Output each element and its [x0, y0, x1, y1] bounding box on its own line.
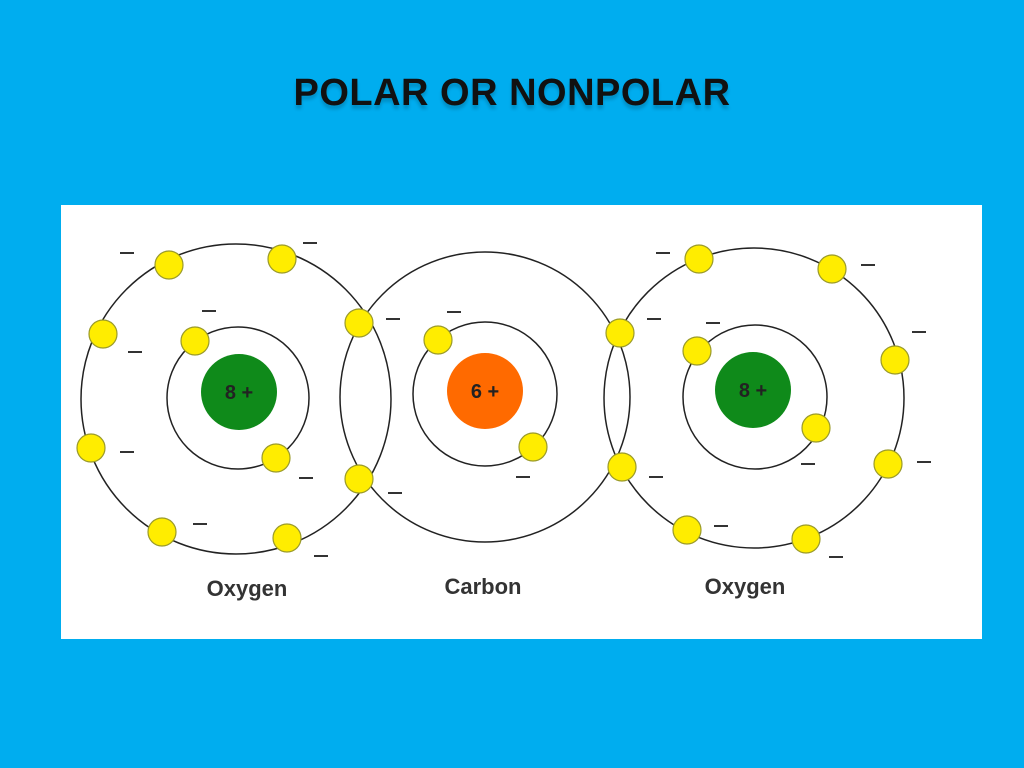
nucleus-label-oxygen-right: 8 + [739, 380, 767, 402]
electron-13 [423, 325, 453, 355]
electron-11 [605, 318, 635, 348]
slide-title: POLAR OR NONPOLAR [293, 72, 731, 114]
nucleus-label-oxygen-left: 8 + [225, 382, 253, 404]
electron-14 [518, 432, 548, 462]
inner-shell-oxygen-right [682, 324, 828, 470]
electron-8 [272, 523, 302, 553]
electron-15 [684, 244, 714, 274]
inner-shell-carbon [412, 321, 558, 467]
outer-shell-oxygen-left [80, 243, 392, 555]
electron-22 [791, 524, 821, 554]
nucleus-label-carbon: 6 + [471, 381, 499, 403]
electron-9 [344, 308, 374, 338]
bohr-model-diagram: 8 + Oxygen 6 + Carbon 8 + Oxygen [76, 242, 931, 601]
atom-label-oxygen-right: Oxygen [705, 574, 786, 599]
electron-1 [154, 250, 184, 280]
electron-10 [344, 464, 374, 494]
atom-label-oxygen-left: Oxygen [207, 576, 288, 601]
electron-12 [607, 452, 637, 482]
electron-7 [147, 517, 177, 547]
electron-19 [801, 413, 831, 443]
atom-carbon: 6 + Carbon [339, 251, 631, 599]
electron-20 [873, 449, 903, 479]
electron-16 [817, 254, 847, 284]
nucleus-oxygen-left [201, 354, 277, 430]
inner-shell-oxygen-left [166, 326, 310, 470]
outer-shell-oxygen-right [603, 247, 905, 549]
electron-18 [880, 345, 910, 375]
electron-2 [267, 244, 297, 274]
nucleus-oxygen-right [715, 352, 791, 428]
electron-layer [76, 242, 931, 558]
atom-oxygen-right: 8 + Oxygen [603, 247, 905, 599]
atom-diagram-panel: 8 + Oxygen 6 + Carbon 8 + Oxygen [61, 205, 982, 639]
electron-5 [76, 433, 106, 463]
atom-oxygen-left: 8 + Oxygen [80, 243, 392, 601]
nucleus-carbon [447, 353, 523, 429]
atom-label-carbon: Carbon [445, 574, 522, 599]
electron-6 [261, 443, 291, 473]
electron-21 [672, 515, 702, 545]
electron-4 [180, 326, 210, 356]
outer-shell-carbon [339, 251, 631, 543]
electron-17 [682, 336, 712, 366]
electron-3 [88, 319, 118, 349]
